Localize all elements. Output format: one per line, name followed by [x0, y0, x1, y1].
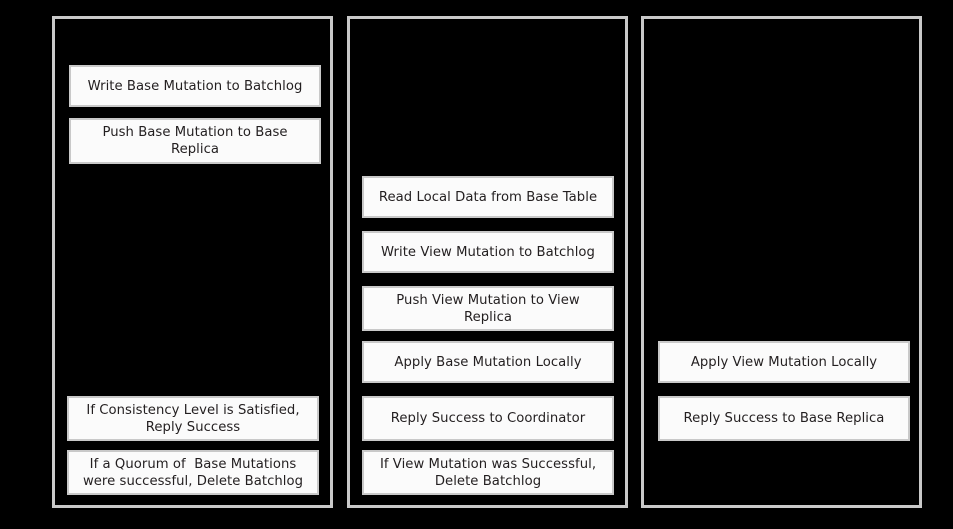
step-if-consistency-level-is-satisfied-reply-success[interactable]: If Consistency Level is Satisfied, Reply…: [67, 396, 319, 441]
step-reply-success-to-base-replica[interactable]: Reply Success to Base Replica: [658, 396, 910, 441]
step-apply-base-mutation-locally[interactable]: Apply Base Mutation Locally: [362, 341, 614, 383]
step-reply-success-to-coordinator[interactable]: Reply Success to Coordinator: [362, 396, 614, 441]
step-apply-view-mutation-locally[interactable]: Apply View Mutation Locally: [658, 341, 910, 383]
step-push-base-mutation-to-base-replica[interactable]: Push Base Mutation to Base Replica: [69, 118, 321, 164]
step-if-view-mutation-was-successful-delete-batchlog[interactable]: If View Mutation was Successful, Delete …: [362, 450, 614, 495]
step-write-view-mutation-to-batchlog[interactable]: Write View Mutation to Batchlog: [362, 231, 614, 273]
step-write-base-mutation-to-batchlog[interactable]: Write Base Mutation to Batchlog: [69, 65, 321, 107]
step-read-local-data-from-base-table[interactable]: Read Local Data from Base Table: [362, 176, 614, 218]
step-if-quorum-of-base-mutations-were-successful-delete-batchlog[interactable]: If a Quorum of Base Mutations were succe…: [67, 450, 319, 495]
step-push-view-mutation-to-view-replica[interactable]: Push View Mutation to View Replica: [362, 286, 614, 331]
